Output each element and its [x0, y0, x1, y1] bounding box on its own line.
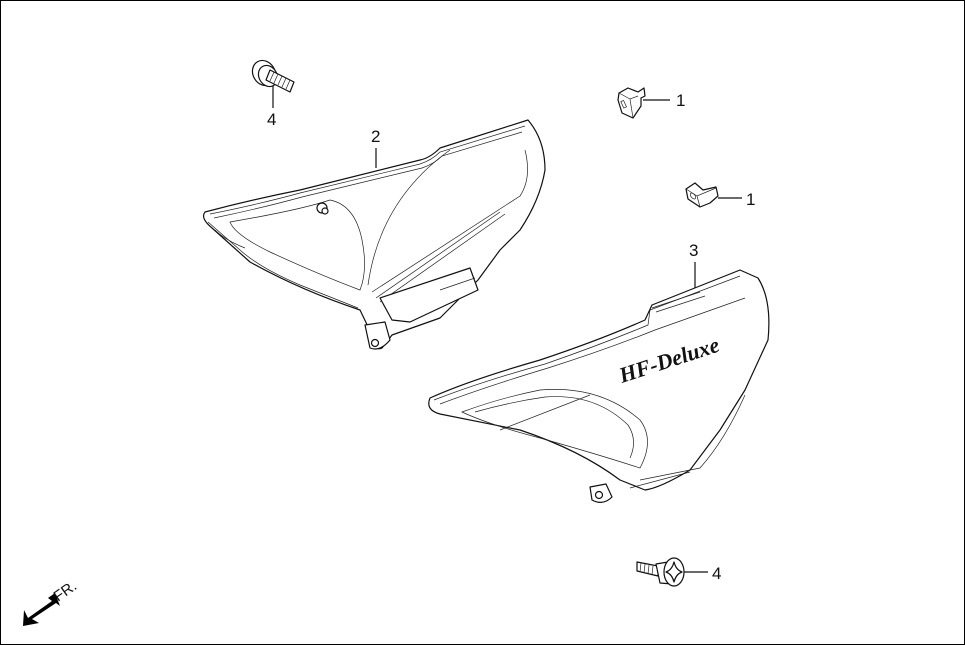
callout-3: 3 [689, 241, 698, 260]
callout-1-bottom: 1 [746, 190, 755, 209]
clip-icon-bottom [685, 182, 719, 208]
clip-icon-top [617, 87, 646, 119]
callout-1-top: 1 [676, 91, 685, 110]
callout-2: 2 [371, 127, 380, 146]
side-cover-left [202, 119, 546, 350]
callout-4-bottom: 4 [712, 564, 721, 583]
screw-icon [636, 557, 685, 587]
side-cover-right [428, 269, 770, 503]
callout-4-top: 4 [267, 110, 276, 129]
front-direction-arrow-icon [23, 593, 60, 626]
bolt-icon [251, 59, 295, 93]
